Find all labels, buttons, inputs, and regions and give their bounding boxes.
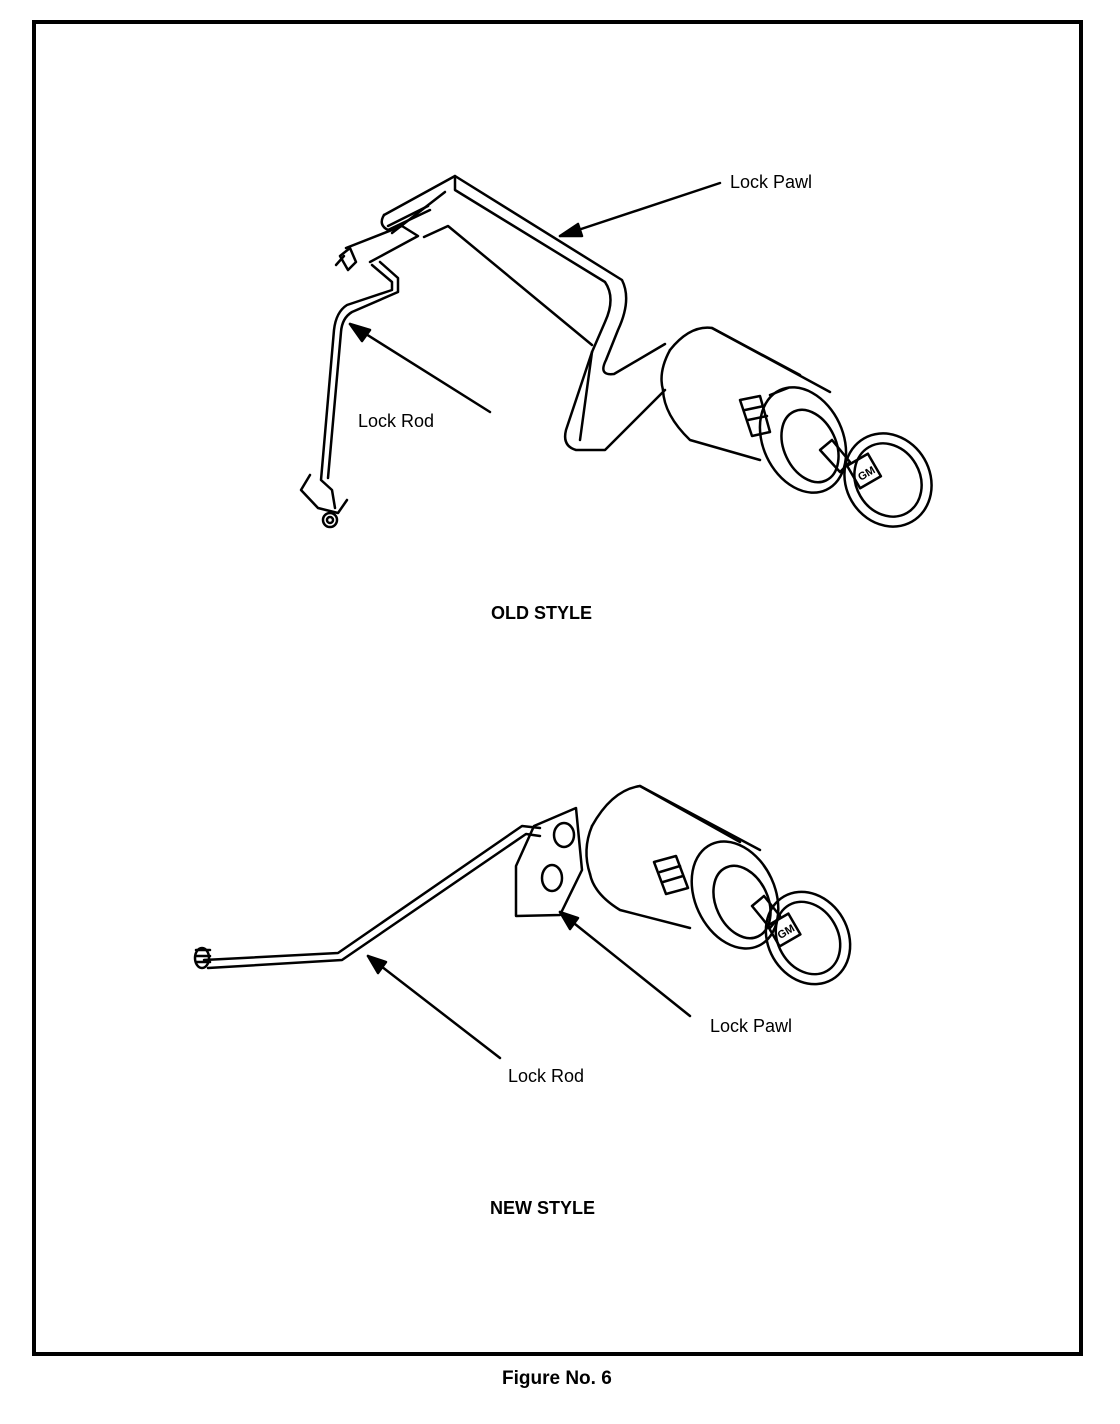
new-key-illustration: GM (750, 890, 852, 986)
old-lock-pawl-arrow (558, 181, 722, 238)
old-key-illustration: GM (818, 432, 933, 528)
new-style-caption: NEW STYLE (490, 1198, 596, 1218)
old-lock-cylinder-illustration (660, 326, 848, 494)
old-lock-rod-illustration (299, 260, 400, 529)
old-style-caption: OLD STYLE (491, 603, 593, 623)
new-lock-rod-illustration (193, 824, 542, 970)
new-lock-cylinder-illustration (585, 784, 780, 950)
new-lock-pawl-illustration (514, 806, 584, 918)
old-lock-pawl-label: Lock Pawl (730, 172, 813, 192)
new-lock-rod-arrow (366, 954, 502, 1060)
figure-caption: Figure No. 6 (502, 1368, 612, 1389)
old-lock-rod-label: Lock Rod (358, 411, 435, 431)
old-lock-pawl-illustration (334, 174, 667, 452)
figure-border (32, 20, 1083, 1356)
old-lock-rod-arrow (348, 322, 492, 414)
new-lock-pawl-label: Lock Pawl (710, 1016, 793, 1036)
new-lock-pawl-arrow (558, 910, 692, 1018)
old-style-assembly: GM (299, 174, 933, 529)
new-lock-rod-label: Lock Rod (508, 1066, 585, 1086)
new-style-assembly: GM (193, 784, 852, 1060)
